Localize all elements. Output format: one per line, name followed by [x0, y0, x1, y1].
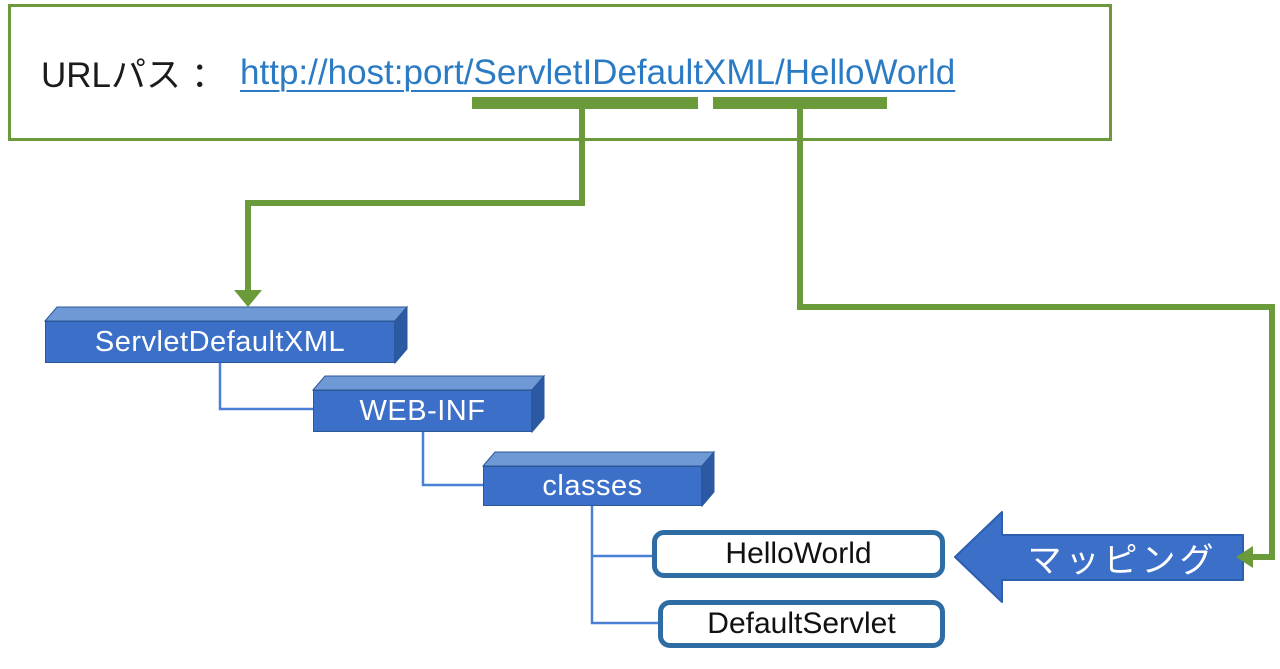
- url-panel: URLパス ： http://host:port/ServletIDefault…: [8, 4, 1112, 141]
- underline-bar-servlet-path: [713, 97, 887, 109]
- folder-classes-top-face: [481, 451, 716, 467]
- tree-connector-classes-defaultservlet: [590, 506, 658, 625]
- folder-classes-side-face: [701, 450, 715, 508]
- folder-webinf-side-face: [531, 374, 545, 434]
- underline-bar-context-path: [472, 97, 698, 109]
- tree-connector-webinf-classes: [421, 432, 483, 487]
- folder-root-side-face: [394, 305, 408, 365]
- left-arrowhead-icon: [1236, 546, 1253, 568]
- down-arrowhead-icon: [234, 290, 262, 307]
- url-underline-bars: [472, 97, 887, 109]
- folder-classes: classes: [483, 466, 702, 506]
- url-link[interactable]: http://host:port/ServletIDefaultXML/Hell…: [240, 52, 956, 92]
- folder-3d-faces: [43, 305, 716, 508]
- tree-connector-root-webinf: [218, 363, 313, 411]
- mapping-arrow-label: マッピング: [1027, 542, 1218, 580]
- folder-web-inf: WEB-INF: [313, 390, 532, 432]
- folder-servletdefaultxml: ServletDefaultXML: [45, 321, 395, 363]
- url-separator: ：: [191, 56, 227, 95]
- green-connector-mapping-path: [797, 109, 1275, 560]
- green-connector-context-path: [245, 109, 585, 292]
- servlet-box-helloworld: HelloWorld: [652, 530, 945, 578]
- folder-webinf-top-face: [311, 375, 546, 391]
- servlet-box-defaultservlet: DefaultServlet: [658, 600, 945, 648]
- folder-root-top-face: [43, 306, 409, 322]
- url-label: URLパス: [41, 56, 182, 95]
- tree-connector-lines: [218, 363, 658, 625]
